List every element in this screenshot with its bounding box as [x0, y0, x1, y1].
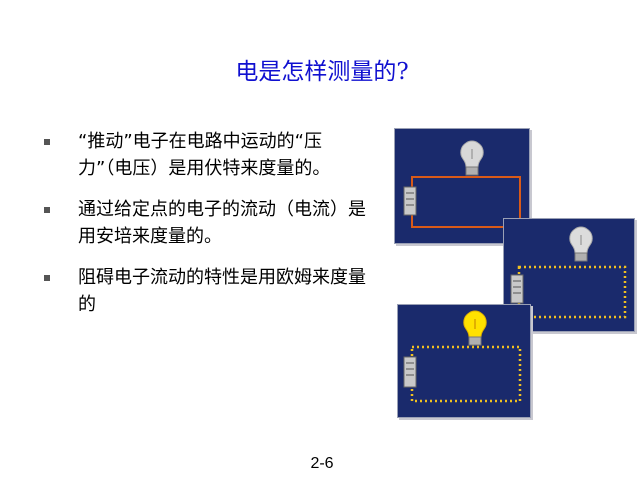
bullet-item: “推动”电子在电路中运动的“压力”（电压）是用伏特来度量的。 [42, 128, 372, 182]
battery-icon [403, 186, 417, 216]
square-bullet-icon [44, 139, 50, 145]
light-bulb-icon [463, 310, 487, 346]
page-number: 2-6 [310, 455, 334, 472]
bullet-text: 通过给定点的电子的流动（电流）是用安培来度量的。 [78, 199, 366, 247]
circuit-wire-current [410, 345, 522, 403]
square-bullet-icon [44, 275, 50, 281]
circuit-diagram [403, 140, 521, 228]
light-bulb-icon [569, 226, 593, 262]
bullet-text: “推动”电子在电路中运动的“压力”（电压）是用伏特来度量的。 [78, 131, 331, 179]
bullet-list: “推动”电子在电路中运动的“压力”（电压）是用伏特来度量的。 通过给定点的电子的… [42, 128, 372, 332]
battery-icon [510, 274, 524, 304]
circuit-panel-1 [394, 128, 530, 244]
circuit-diagram [510, 226, 627, 319]
circuit-wire-current [517, 265, 627, 319]
bullet-item: 通过给定点的电子的流动（电流）是用安培来度量的。 [42, 196, 372, 250]
battery-icon [403, 356, 417, 388]
page-title: 电是怎样测量的? [235, 59, 409, 85]
square-bullet-icon [44, 207, 50, 213]
bullet-text: 阻碍电子流动的特性是用欧姆来度量的 [78, 267, 366, 315]
bullet-item: 阻碍电子流动的特性是用欧姆来度量的 [42, 264, 372, 318]
circuit-diagram [403, 310, 522, 403]
light-bulb-icon [460, 140, 484, 176]
circuit-panel-3 [397, 304, 531, 418]
